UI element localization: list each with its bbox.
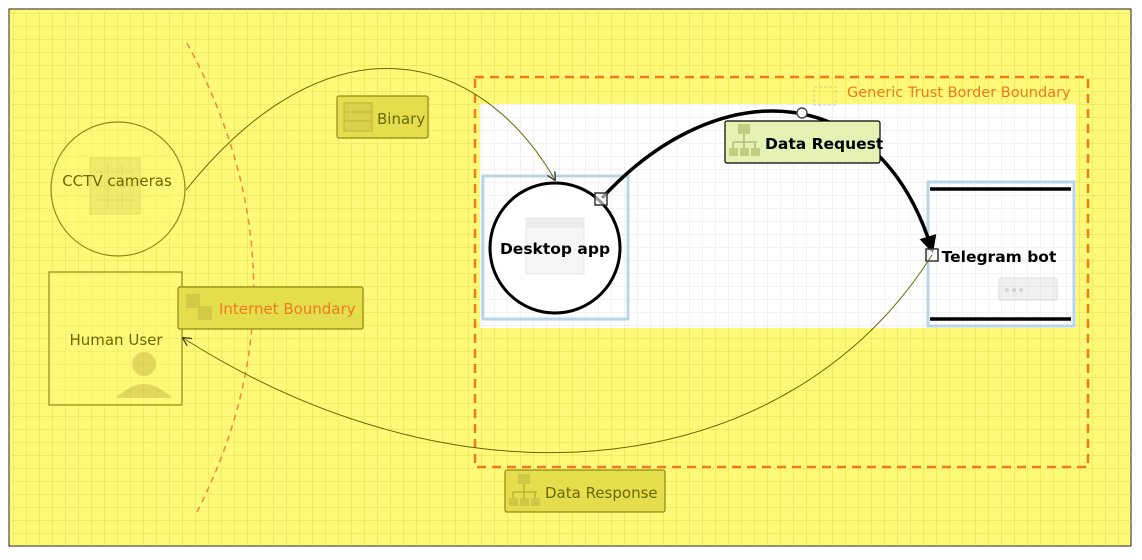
desktop-app-node[interactable]: Desktop app	[488, 181, 622, 315]
cctv-cameras-node[interactable]: CCTV cameras	[50, 121, 186, 257]
data-response-label: Data Response	[545, 484, 658, 502]
data-request-label-box[interactable]: Data Request	[724, 120, 884, 164]
trust-boundary-rect[interactable]	[473, 75, 1090, 469]
cctv-cameras-label: CCTV cameras	[62, 172, 172, 190]
human-user-label: Human User	[69, 331, 163, 349]
desktop-app-label: Desktop app	[500, 240, 610, 258]
data-request-control-handle[interactable]	[796, 107, 808, 119]
data-response-flow-line[interactable]	[183, 254, 933, 454]
boundary-icon	[813, 86, 837, 106]
data-request-start-handle[interactable]	[594, 192, 608, 206]
window-icon	[525, 217, 585, 275]
data-request-label: Data Request	[765, 135, 884, 153]
telegram-bot-label: Telegram bot	[942, 248, 1057, 266]
data-response-label-box[interactable]: Data Response	[504, 469, 666, 513]
trust-boundary-label: Generic Trust Border Boundary	[847, 85, 1071, 101]
binary-flow-line[interactable]	[185, 68, 555, 191]
internet-boundary-label: Internet Boundary	[219, 300, 356, 318]
internet-boundary-label-box[interactable]: Internet Boundary	[177, 286, 364, 330]
data-request-flow-line[interactable]	[600, 109, 937, 254]
server-icon	[998, 277, 1058, 301]
user-icon	[116, 352, 172, 398]
trust-boundary-label-box[interactable]: Generic Trust Border Boundary	[813, 85, 1071, 106]
binary-flow-label: Binary	[377, 110, 425, 128]
binary-flow-label-box[interactable]: Binary	[336, 95, 429, 139]
network-icon	[509, 474, 540, 506]
telegram-bot-node[interactable]: Telegram bot	[930, 187, 1071, 321]
puzzle-icon	[186, 294, 212, 320]
internet-boundary-line[interactable]	[186, 42, 255, 513]
database-icon	[343, 102, 373, 132]
camera-icon	[89, 157, 141, 215]
network-icon	[729, 124, 760, 156]
human-user-node[interactable]: Human User	[48, 271, 183, 406]
